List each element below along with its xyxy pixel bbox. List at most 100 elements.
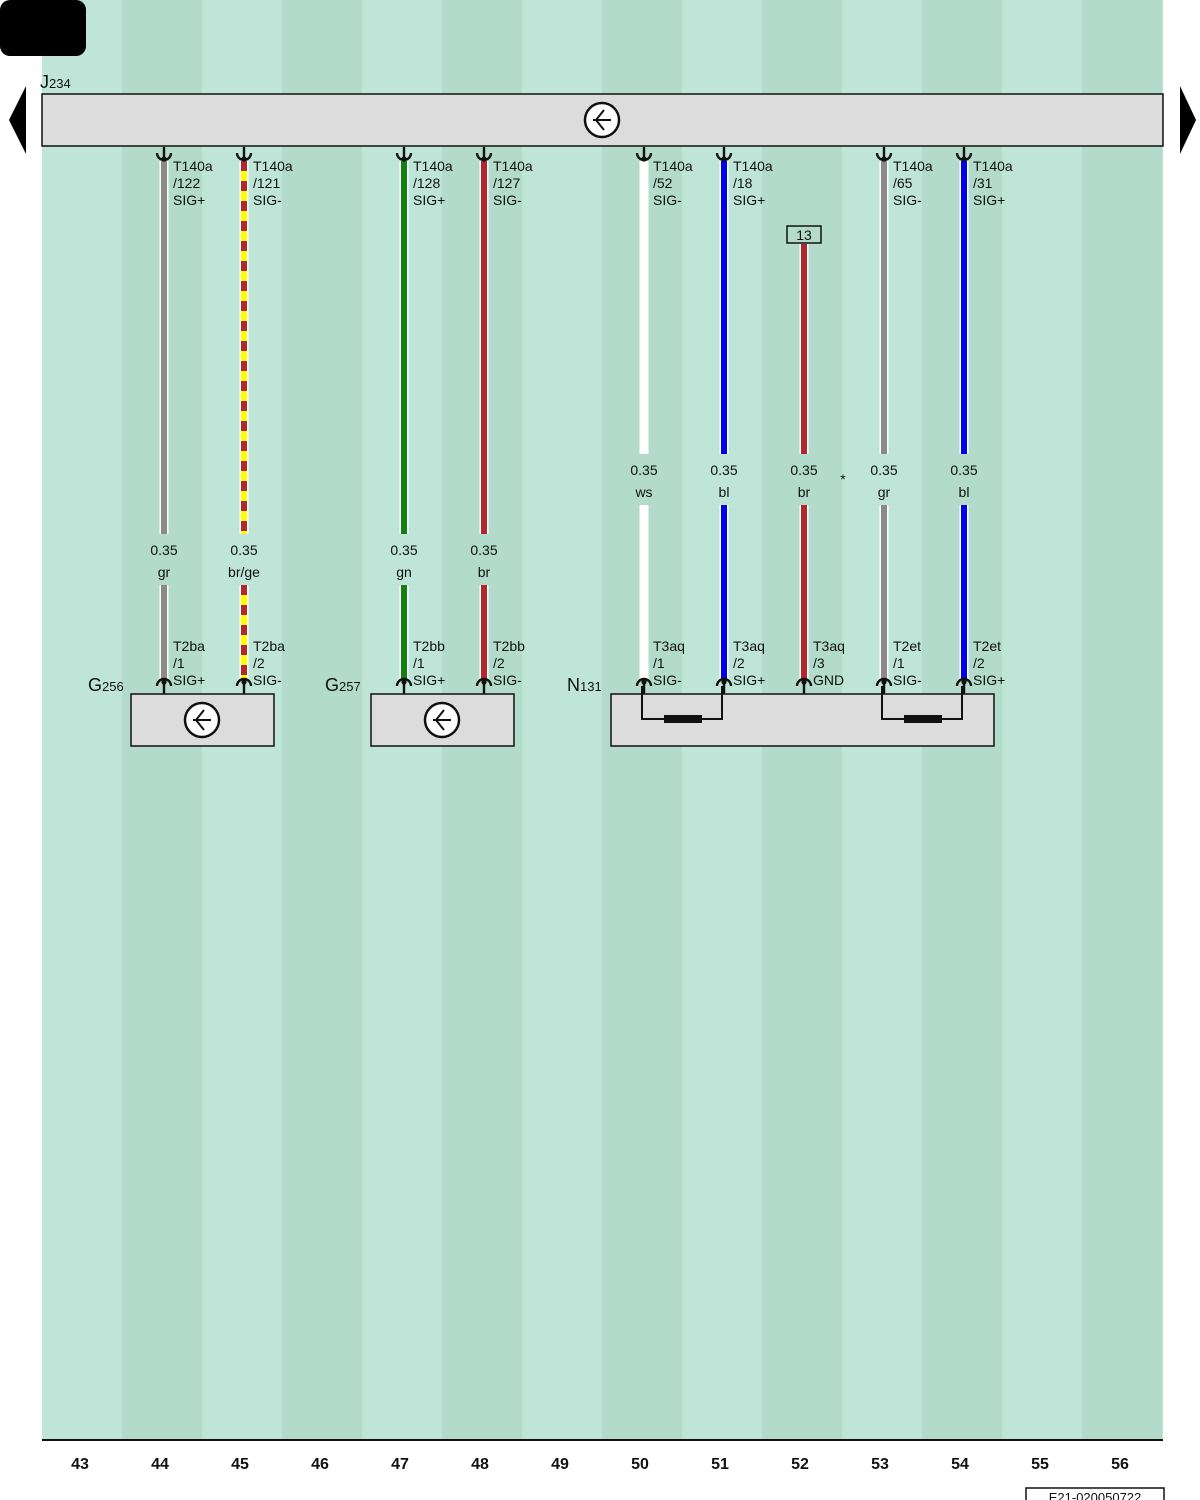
triangle-right-icon[interactable] <box>1180 86 1196 154</box>
column-stripe <box>282 0 362 1440</box>
component-g256-label: G256 <box>88 675 124 695</box>
column-number: 52 <box>791 1456 809 1473</box>
wire-segment[interactable] <box>881 161 887 454</box>
wire-segment[interactable] <box>401 585 407 680</box>
wire-stripe <box>241 391 247 401</box>
wire-stripe <box>241 635 247 645</box>
wire-stripe <box>241 251 247 261</box>
column-number: 44 <box>151 1456 169 1473</box>
wire-stripe <box>241 171 247 181</box>
connector-pin-bottom <box>715 677 733 694</box>
page-badge <box>0 0 86 56</box>
wire-size-label: 0.35 <box>950 462 977 478</box>
connector-dot <box>481 156 487 162</box>
wire-segment[interactable] <box>241 585 247 680</box>
drawing-ref-box <box>1025 1487 1165 1500</box>
wire-color-label: gr <box>878 484 891 500</box>
connector-dot <box>161 679 167 685</box>
reference-box[interactable] <box>786 225 822 244</box>
sensor-symbol-icon <box>423 701 461 739</box>
column-number: 53 <box>871 1456 889 1473</box>
wire-size-label: 0.35 <box>230 542 257 558</box>
wire-segment[interactable] <box>721 161 727 454</box>
wire-segment[interactable] <box>961 161 967 454</box>
connector-dot <box>641 679 647 685</box>
wire-color-label: bl <box>719 484 730 500</box>
wire-color-label: br <box>478 564 491 580</box>
wire-size-label: 0.35 <box>390 542 417 558</box>
wire-size-label: 0.35 <box>470 542 497 558</box>
wire-size-label: 0.35 <box>790 462 817 478</box>
wire-segment[interactable] <box>241 161 247 534</box>
wire-segment[interactable] <box>801 505 807 680</box>
wire-segment[interactable] <box>801 244 807 454</box>
wire-color-label: br/ge <box>228 564 260 580</box>
wire-segment[interactable] <box>401 161 407 534</box>
wire-stripe <box>241 471 247 481</box>
column-number: 48 <box>471 1456 489 1473</box>
connector-pin-bottom <box>635 677 653 694</box>
connector-pin-bottom <box>235 677 253 694</box>
wire-stripe <box>241 615 247 625</box>
column-number: 56 <box>1111 1456 1129 1473</box>
column-number: 54 <box>951 1456 969 1473</box>
wire-stripe <box>241 371 247 381</box>
connector-dot <box>241 156 247 162</box>
connector-dot <box>961 156 967 162</box>
connector-pin-bottom <box>875 677 893 694</box>
wire-stripe <box>241 231 247 241</box>
wire-segment[interactable] <box>481 585 487 680</box>
component-g257-label: G257 <box>325 675 361 695</box>
wire-stripe <box>241 331 247 341</box>
wire-segment[interactable] <box>161 161 167 534</box>
wire-segment[interactable] <box>161 585 167 680</box>
wire-stripe <box>241 311 247 321</box>
wire-stripe <box>241 211 247 221</box>
connector-dot <box>241 679 247 685</box>
note-marker: * <box>840 471 846 487</box>
wire-segment[interactable] <box>881 505 887 680</box>
wire-stripe <box>241 511 247 521</box>
wire-segment[interactable] <box>961 505 967 680</box>
connector-dot <box>161 156 167 162</box>
wire-color-label: br <box>798 484 811 500</box>
wire-stripe <box>241 271 247 281</box>
column-number: 55 <box>1031 1456 1049 1473</box>
connector-dot <box>721 156 727 162</box>
wire-segment[interactable] <box>641 161 647 454</box>
component-n131-label: N131 <box>567 675 602 695</box>
connector-pin-bottom <box>795 677 813 694</box>
connector-dot <box>801 679 807 685</box>
wire-segment[interactable] <box>481 161 487 534</box>
column-number: 50 <box>631 1456 649 1473</box>
connector-dot <box>881 679 887 685</box>
wire-color-label: gr <box>158 564 171 580</box>
wire-segment[interactable] <box>641 505 647 680</box>
wire-stripe <box>241 431 247 441</box>
drawing-ref: E21-020050722 <box>1049 1490 1142 1500</box>
column-number: 51 <box>711 1456 729 1473</box>
connector-dot <box>641 156 647 162</box>
wire-stripe <box>241 291 247 301</box>
wire-size-label: 0.35 <box>710 462 737 478</box>
connector-dot <box>721 679 727 685</box>
wire-segment[interactable] <box>721 505 727 680</box>
wire-size-label: 0.35 <box>870 462 897 478</box>
connector-dot <box>401 679 407 685</box>
column-number: 46 <box>311 1456 329 1473</box>
connector-pin-bottom <box>955 677 973 694</box>
triangle-left-icon[interactable] <box>9 86 26 154</box>
wire-size-label: 0.35 <box>150 542 177 558</box>
